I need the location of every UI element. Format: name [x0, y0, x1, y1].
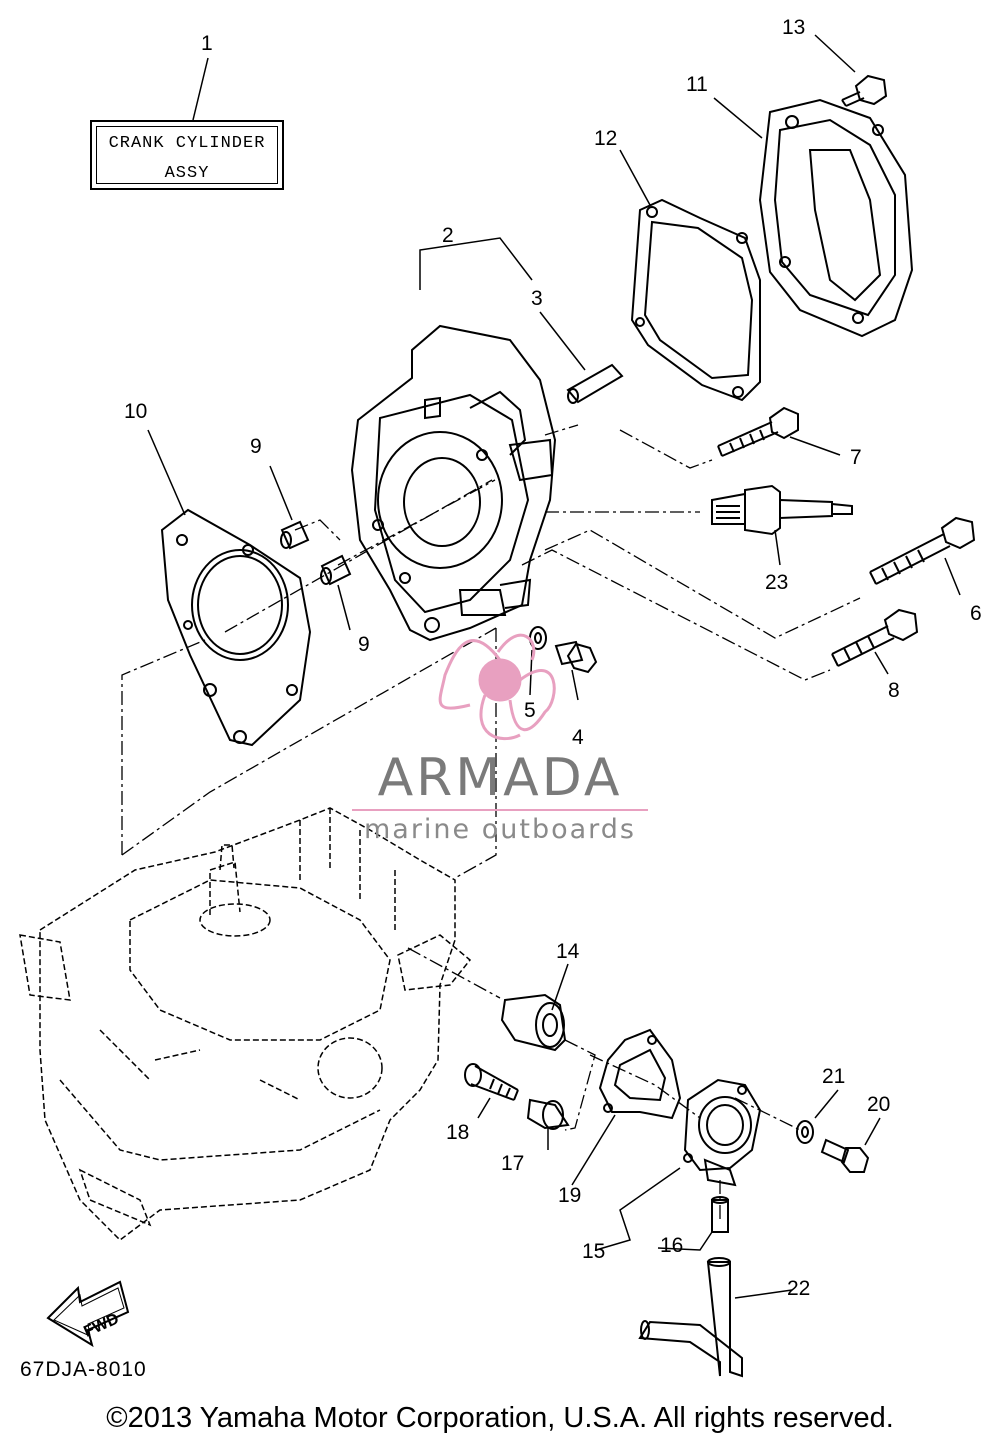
dowel-9a: [280, 520, 310, 550]
spark-plug-23: [711, 484, 853, 536]
fwd-arrow-icon: FWD: [46, 1280, 130, 1348]
label-line-2: ASSY: [164, 164, 210, 183]
part-number-1: 1: [201, 32, 213, 55]
fitting-16: [711, 1196, 729, 1233]
watermark-title: ARMADA: [377, 748, 623, 808]
part-number-20: 20: [867, 1093, 891, 1116]
watermark-subtitle: marine outboards: [363, 814, 636, 845]
alignment-lines: [121, 424, 861, 1222]
part-number-17: 17: [501, 1152, 525, 1175]
copyright-notice: ©2013 Yamaha Motor Corporation, U.S.A. A…: [106, 1402, 894, 1434]
hose-22: [638, 1257, 743, 1378]
part-number-10: 10: [124, 400, 148, 423]
crankcase-cylinder-block: [19, 807, 472, 1241]
part-number-9a: 9: [250, 435, 262, 458]
part-number-16: 16: [660, 1234, 684, 1257]
part-number-8: 8: [888, 679, 900, 702]
bolt-13: [841, 74, 888, 107]
part-number-22: 22: [787, 1277, 811, 1300]
fwd-marker-text: FWD: [81, 1310, 121, 1340]
part-number-21: 21: [822, 1065, 846, 1088]
pin-3: [566, 363, 624, 404]
leader-lines: [147, 34, 961, 1299]
thermostat-14: [500, 993, 567, 1052]
part-number-6: 6: [970, 602, 982, 625]
part-number-14: 14: [556, 940, 580, 963]
part-number-11: 11: [686, 73, 708, 96]
part-number-3: 3: [531, 287, 543, 310]
gasket-19: [598, 1028, 682, 1120]
part-number-18: 18: [446, 1121, 470, 1144]
label-inner-border: [96, 126, 278, 184]
part-number-9b: 9: [358, 633, 370, 656]
bolt-7: [717, 406, 799, 457]
part-number-12: 12: [594, 127, 618, 150]
part-number-7: 7: [850, 446, 862, 469]
watermark-propeller-logo: [438, 633, 556, 741]
collar-17: [526, 1098, 570, 1130]
dowel-9b: [320, 554, 352, 586]
bolt-4: [554, 640, 598, 674]
part-number-2: 2: [442, 224, 454, 247]
bolt-20: [820, 1138, 870, 1173]
crank-cylinder-assy-label: CRANK CYLINDER ASSY: [90, 120, 284, 190]
part-number-19: 19: [558, 1184, 582, 1207]
diagram-code: 67DJA-8010: [20, 1358, 147, 1381]
head-cover-11: [758, 98, 914, 338]
part-number-15: 15: [582, 1240, 606, 1263]
washer-21: [796, 1120, 814, 1144]
cylinder-head-2: [350, 324, 557, 642]
part-number-5: 5: [524, 699, 536, 722]
bolt-6: [869, 516, 976, 585]
gasket-12: [630, 198, 761, 402]
part-number-23: 23: [765, 571, 789, 594]
thermostat-cover-15: [683, 1078, 762, 1187]
part-number-4: 4: [572, 726, 584, 749]
bolt-18: [464, 1063, 519, 1101]
label-line-1: CRANK CYLINDER: [108, 134, 266, 153]
bolt-8: [831, 608, 919, 667]
head-gasket-10: [160, 508, 312, 747]
part-number-13: 13: [782, 16, 806, 39]
